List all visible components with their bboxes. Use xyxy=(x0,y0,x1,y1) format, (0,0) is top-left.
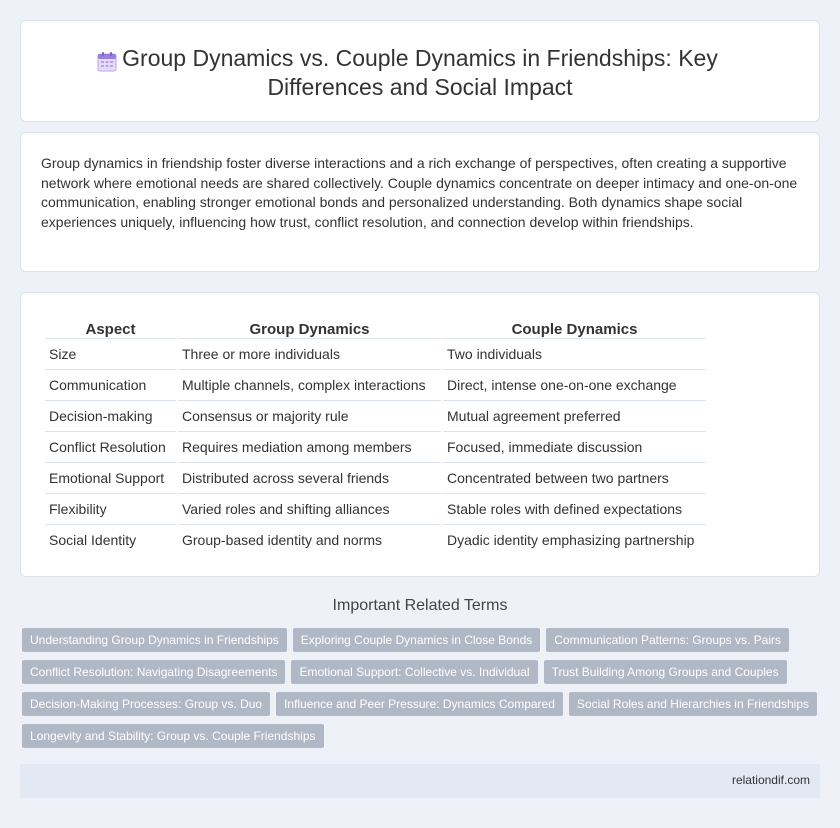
table-row: Emotional Support Distributed across sev… xyxy=(45,462,706,493)
group-cell: Requires mediation among members xyxy=(178,431,441,462)
aspect-cell: Social Identity xyxy=(45,524,176,555)
table-row: Decision-making Consensus or majority ru… xyxy=(45,400,706,431)
aspect-cell: Flexibility xyxy=(45,493,176,524)
footer: relationdif.com xyxy=(20,764,820,798)
aspect-cell: Emotional Support xyxy=(45,462,176,493)
tag-row: Conflict Resolution: Navigating Disagree… xyxy=(22,660,822,684)
related-term-link[interactable]: Decision-Making Processes: Group vs. Duo xyxy=(22,692,271,716)
group-cell: Multiple channels, complex interactions xyxy=(178,369,441,400)
related-terms-list: Understanding Group Dynamics in Friendsh… xyxy=(22,628,822,756)
intro-card: Group dynamics in friendship foster dive… xyxy=(20,132,820,272)
related-term-link[interactable]: Social Roles and Hierarchies in Friendsh… xyxy=(568,692,817,716)
aspect-cell: Communication xyxy=(45,369,176,400)
group-cell: Varied roles and shifting alliances xyxy=(178,493,441,524)
couple-cell: Focused, immediate discussion xyxy=(443,431,706,462)
title-card: Group Dynamics vs. Couple Dynamics in Fr… xyxy=(20,20,820,122)
table-row: Conflict Resolution Requires mediation a… xyxy=(45,431,706,462)
related-term-link[interactable]: Longevity and Stability: Group vs. Coupl… xyxy=(22,724,324,748)
table-row: Communication Multiple channels, complex… xyxy=(45,369,706,400)
group-cell: Group-based identity and norms xyxy=(178,524,441,555)
couple-cell: Direct, intense one-on-one exchange xyxy=(443,369,706,400)
header-couple-dynamics: Couple Dynamics xyxy=(511,321,638,338)
table-header-row: Aspect Group Dynamics Couple Dynamics xyxy=(45,316,706,338)
group-cell: Distributed across several friends xyxy=(178,462,441,493)
aspect-cell: Conflict Resolution xyxy=(45,431,176,462)
tag-row: Understanding Group Dynamics in Friendsh… xyxy=(22,628,822,652)
couple-cell: Concentrated between two partners xyxy=(443,462,706,493)
table-row: Social Identity Group-based identity and… xyxy=(45,524,706,555)
related-term-link[interactable]: Communication Patterns: Groups vs. Pairs xyxy=(546,628,790,652)
page-title: Group Dynamics vs. Couple Dynamics in Fr… xyxy=(122,45,718,100)
couple-cell: Dyadic identity emphasizing partnership xyxy=(443,524,706,555)
related-term-link[interactable]: Trust Building Among Groups and Couples xyxy=(543,660,787,684)
footer-site-link[interactable]: relationdif.com xyxy=(731,773,810,787)
related-term-link[interactable]: Influence and Peer Pressure: Dynamics Co… xyxy=(276,692,563,716)
related-term-link[interactable]: Conflict Resolution: Navigating Disagree… xyxy=(22,660,286,684)
table-row: Flexibility Varied roles and shifting al… xyxy=(45,493,706,524)
tag-row: Decision-Making Processes: Group vs. Duo… xyxy=(22,692,822,716)
related-term-link[interactable]: Understanding Group Dynamics in Friendsh… xyxy=(22,628,287,652)
aspect-cell: Size xyxy=(45,338,176,369)
couple-cell: Two individuals xyxy=(443,338,706,369)
related-term-link[interactable]: Emotional Support: Collective vs. Indivi… xyxy=(291,660,538,684)
related-terms-heading: Important Related Terms xyxy=(332,597,508,614)
calendar-icon xyxy=(97,52,117,72)
table-row: Size Three or more individuals Two indiv… xyxy=(45,338,706,369)
tag-row: Longevity and Stability: Group vs. Coupl… xyxy=(22,724,822,748)
aspect-cell: Decision-making xyxy=(45,400,176,431)
group-cell: Consensus or majority rule xyxy=(178,400,441,431)
couple-cell: Mutual agreement preferred xyxy=(443,400,706,431)
title-wrap: Group Dynamics vs. Couple Dynamics in Fr… xyxy=(21,44,819,102)
couple-cell: Stable roles with defined expectations xyxy=(443,493,706,524)
header-group-dynamics: Group Dynamics xyxy=(249,321,370,338)
group-cell: Three or more individuals xyxy=(178,338,441,369)
comparison-table: Aspect Group Dynamics Couple Dynamics Si… xyxy=(43,316,708,555)
intro-paragraph: Group dynamics in friendship foster dive… xyxy=(41,155,798,230)
comparison-card: Aspect Group Dynamics Couple Dynamics Si… xyxy=(20,292,820,577)
header-aspect: Aspect xyxy=(85,321,136,338)
related-term-link[interactable]: Exploring Couple Dynamics in Close Bonds xyxy=(292,628,541,652)
